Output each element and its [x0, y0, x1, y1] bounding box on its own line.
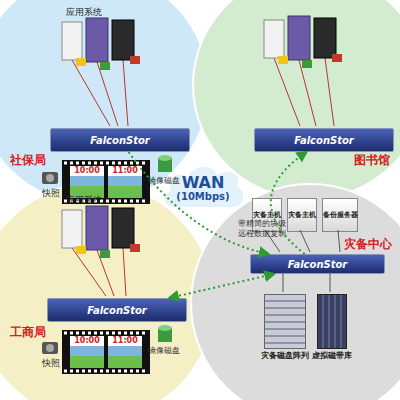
node-text: 灾备磁盘阵列: [261, 350, 309, 361]
text-label: 应用系统: [66, 7, 102, 17]
disk-array: 灾备磁盘阵列: [264, 294, 306, 349]
site-circle: 工商局 FalconStor: [0, 182, 215, 400]
site-name: 灾备中心: [344, 236, 392, 253]
server-box: 备份服务器: [322, 198, 358, 232]
text-label: 应用系统: [66, 195, 102, 205]
server-box: 灾备主机: [287, 198, 317, 232]
time-label: 10:00: [70, 166, 104, 176]
node-text: FalconStor: [90, 135, 150, 146]
site-name: 图书馆: [354, 152, 390, 169]
text-label: 快照: [42, 188, 60, 198]
node-text: FalconStor: [87, 305, 147, 316]
text-label: 带精简的块级 远程数据复制: [238, 219, 294, 239]
site-name: 工商局: [10, 324, 46, 341]
text-label: 镜像磁盘: [148, 346, 180, 356]
storage-appliance: FalconStor: [50, 128, 190, 152]
node-text: WAN: [182, 174, 225, 191]
node-text: (10Mbps): [176, 191, 229, 203]
node-text: 灾备主机: [288, 211, 316, 219]
node-text: 灾备主机: [253, 211, 281, 219]
storage-appliance: FalconStor: [254, 128, 394, 152]
text-label: 快照: [42, 358, 60, 368]
site-circle: 灾备中心灾备主机灾备主机备份服务器FalconStor灾备磁盘阵列虚拟磁带库: [190, 183, 400, 400]
cloud-outline: [164, 166, 245, 208]
node-text: FalconStor: [288, 259, 348, 270]
node-text: FalconStor: [294, 135, 354, 146]
text-label: 镜像磁盘: [148, 176, 180, 186]
storage-appliance: FalconStor: [47, 298, 187, 322]
node-text: 虚拟磁带库: [312, 350, 352, 361]
tape-library: 虚拟磁带库: [317, 294, 347, 349]
film-frame: [108, 336, 142, 346]
site-circle: 图书馆FalconStor: [192, 0, 400, 200]
time-label: 11:00: [108, 336, 142, 346]
time-label: 11:00: [108, 166, 142, 176]
film-frame: [70, 336, 104, 346]
time-label: 10:00: [70, 336, 104, 346]
wan-cloud: WAN(10Mbps): [158, 160, 248, 216]
node-text: 备份服务器: [323, 211, 358, 219]
film-frame: [70, 166, 104, 176]
site-name: 社保局: [10, 152, 46, 169]
film-frame: [108, 166, 142, 176]
storage-appliance: FalconStor: [250, 254, 385, 274]
